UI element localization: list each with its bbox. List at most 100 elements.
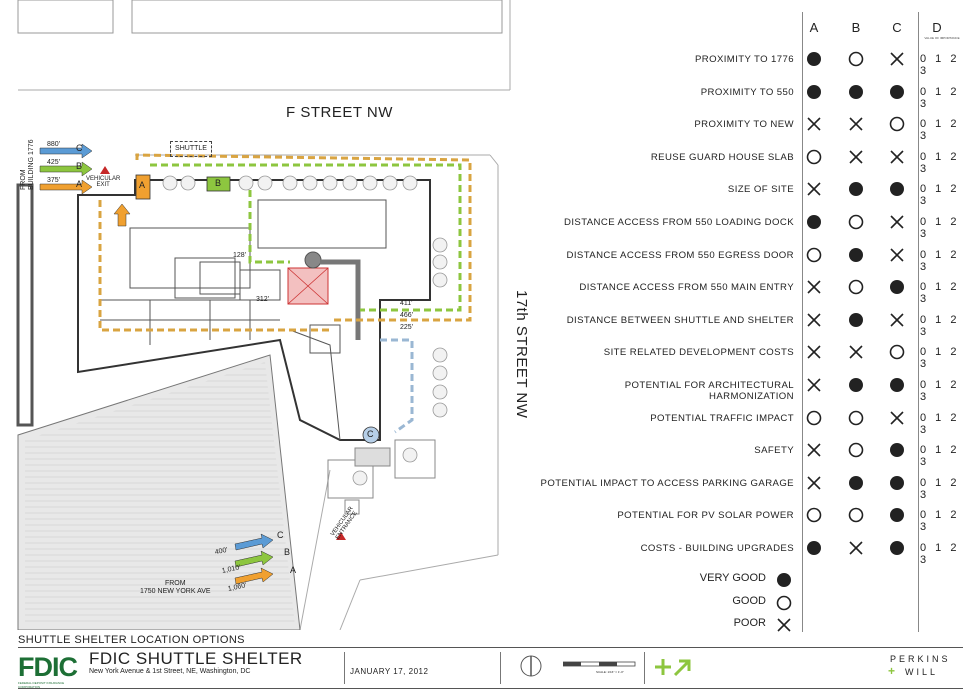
rating-b-good-icon	[848, 279, 864, 295]
importance-scale: 0 1 2 3	[920, 53, 960, 77]
legend-good-icon	[776, 595, 792, 611]
path-label-128: 128'	[233, 252, 247, 259]
north-building-outline-1	[17, 0, 114, 34]
criteria-row: POTENTIAL IMPACT TO ACCESS PARKING GARAG…	[540, 467, 970, 501]
dist-top-b-letter: B	[76, 161, 83, 171]
criteria-label: DISTANCE ACCESS FROM 550 MAIN ENTRY	[579, 282, 794, 294]
option-a-marker	[135, 174, 151, 200]
rating-b-very-good-icon	[848, 181, 864, 197]
importance-scale: 0 1 2 3	[920, 411, 960, 436]
rating-a-poor-icon	[806, 279, 822, 295]
path-option-b	[150, 163, 462, 312]
rating-a-poor-icon	[806, 344, 822, 360]
plaza-block-2	[394, 439, 436, 479]
rating-b-poor-icon	[848, 116, 864, 132]
rating-a-poor-icon	[806, 377, 822, 393]
importance-scale: 0 1 2 3	[920, 216, 960, 240]
path-label-466: 466'	[400, 312, 414, 319]
driveway-curb	[299, 469, 331, 630]
importance-scale: 0 1 2 3	[920, 313, 960, 338]
importance-scale: 0 1 2 3	[920, 346, 960, 371]
option-c-tag: C	[367, 429, 374, 439]
criteria-row: SITE RELATED DEVELOPMENT COSTS 0 1 2 3	[540, 336, 970, 371]
17th-street-label: 17th STREET NW	[513, 290, 530, 419]
legend-item: POOR	[540, 613, 802, 635]
criteria-label: SITE RELATED DEVELOPMENT COSTS	[603, 347, 794, 359]
legend-poor-icon	[776, 617, 792, 633]
column-marker	[304, 251, 322, 269]
importance-scale: 0 1 2 3	[920, 118, 960, 143]
street-trees-f	[162, 175, 418, 191]
rating-c-poor-icon	[889, 149, 905, 165]
rating-b-very-good-icon	[848, 475, 864, 491]
importance-scale: 0 1 2 3	[920, 281, 960, 306]
criteria-row: DISTANCE ACCESS FROM 550 MAIN ENTRY 0 1 2…	[540, 271, 970, 306]
footer-separator-1	[344, 652, 345, 684]
rating-b-good-icon	[848, 507, 864, 523]
rating-b-good-icon	[848, 214, 864, 230]
footer-separator-3	[644, 652, 645, 684]
rating-b-poor-icon	[848, 344, 864, 360]
criteria-label: POTENTIAL TRAFFIC IMPACT	[650, 412, 794, 424]
street-trees-17th	[352, 237, 448, 486]
importance-scale: 0 1 2 3	[920, 85, 960, 110]
perkins-will-mark-icon	[655, 659, 691, 677]
sheet-date: JANUARY 17, 2012	[350, 667, 429, 676]
sheet-caption: SHUTTLE SHELTER LOCATION OPTIONS	[18, 634, 245, 646]
footer-rule-top	[18, 647, 963, 648]
rating-a-good-icon	[806, 410, 822, 426]
footer-separator-2	[500, 652, 501, 684]
scale-bar-icon	[563, 661, 636, 667]
from-1750-label: FROM 1750 NEW YORK AVE	[140, 580, 211, 595]
importance-scale: 0 1 2 3	[920, 476, 960, 501]
option-a-tag: A	[139, 180, 146, 190]
criteria-row: POTENTIAL FOR ARCHITECTURAL HARMONIZATIO…	[540, 369, 970, 403]
option-b-marker	[206, 176, 231, 192]
rating-a-very-good-icon	[806, 214, 822, 230]
criteria-label: POTENTIAL FOR PV SOLAR POWER	[617, 510, 794, 522]
rating-c-poor-icon	[889, 214, 905, 230]
rating-a-very-good-icon	[806, 84, 822, 100]
dist-top-c: 880'	[47, 141, 61, 148]
fdic-logo-subtitle: FEDERAL DEPOSIT INSURANCE CORPORATION	[18, 681, 65, 689]
rating-c-poor-icon	[889, 247, 905, 263]
rating-c-good-icon	[889, 344, 905, 360]
importance-scale: 0 1 2 3	[920, 379, 960, 403]
path-option-a	[135, 153, 472, 322]
path-option-c	[380, 338, 414, 434]
rating-a-poor-icon	[806, 312, 822, 328]
rating-b-very-good-icon	[848, 84, 864, 100]
legend-item: GOOD	[540, 591, 802, 613]
criteria-label: PROXIMITY TO NEW	[694, 119, 794, 131]
rating-b-good-icon	[848, 410, 864, 426]
rating-a-poor-icon	[806, 475, 822, 491]
north-arrow-icon	[520, 655, 542, 677]
entry-arrow-icon	[113, 203, 131, 227]
matrix-divider-1	[802, 12, 803, 632]
rating-c-very-good-icon	[889, 475, 905, 491]
firm-name-line-1: PERKINS	[890, 654, 951, 664]
footer-rule-bottom	[18, 688, 963, 689]
scale-label: SCALE: 1/16" = 1'-0"	[596, 670, 624, 674]
criteria-label: SAFETY	[754, 445, 794, 457]
rating-c-poor-icon	[889, 410, 905, 426]
importance-scale: 0 1 2 3	[920, 444, 960, 469]
column-header-a: A	[809, 20, 819, 35]
rating-a-good-icon	[806, 507, 822, 523]
column-header-d: D	[932, 20, 942, 35]
path-label-312: 312'	[256, 296, 270, 303]
criteria-label: DISTANCE BETWEEN SHUTTLE AND SHELTER	[566, 314, 794, 326]
importance-scale: 0 1 2 3	[920, 150, 960, 175]
project-address: New York Avenue & 1st Street, NE, Washin…	[89, 668, 251, 675]
rating-c-poor-icon	[889, 312, 905, 328]
arrows-from-1776	[39, 143, 93, 195]
path-label-225: 225'	[400, 324, 414, 331]
matrix-divider-2	[918, 12, 919, 632]
building-1776-edge	[16, 183, 34, 427]
rating-a-good-icon	[806, 149, 822, 165]
